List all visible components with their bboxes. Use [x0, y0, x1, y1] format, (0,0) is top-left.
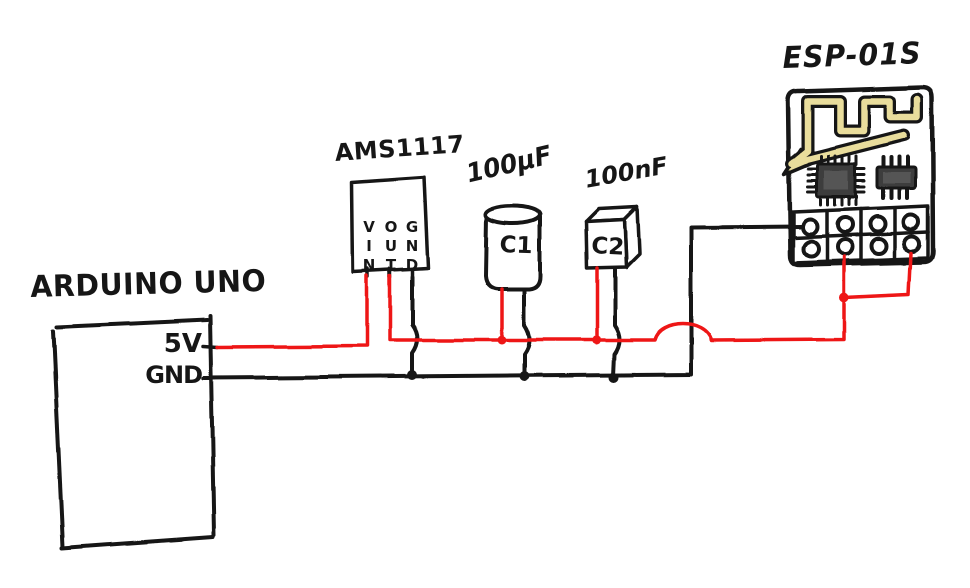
arduino-edge-left	[51, 329, 65, 549]
esp-title: ESP-01S	[781, 36, 923, 76]
regulator-pin-vin-label: VIN	[360, 218, 378, 275]
esp-pin-hole	[869, 236, 889, 256]
arduino-edge-right	[208, 314, 216, 537]
c2-designator: C2	[590, 233, 625, 261]
wire-3v3-branch	[842, 251, 913, 299]
regulator-pin-out-label: OUT	[382, 218, 400, 275]
esp-pin-hole	[801, 239, 821, 259]
flash-chip-icon	[875, 155, 917, 200]
junction-dot	[839, 292, 849, 302]
arduino-edge-top	[55, 318, 209, 329]
wifi-antenna-icon	[782, 92, 924, 177]
junction-dot	[592, 335, 602, 345]
regulator-body	[350, 175, 430, 279]
esp-pin-hole	[800, 217, 820, 237]
esp-pin-hole	[868, 214, 888, 234]
c2-front-face	[584, 217, 628, 270]
flash-pins	[881, 155, 909, 200]
esp-pin-hole	[835, 215, 855, 235]
antenna-trace	[788, 95, 921, 168]
capacitor-c1-body	[484, 204, 542, 291]
wire-gnd-rail	[202, 225, 803, 380]
regulator-outline	[350, 175, 430, 274]
wire-3v3-rail	[388, 255, 846, 342]
c1-designator: C1	[499, 232, 533, 260]
esp-pin-hole	[902, 234, 922, 254]
esp-board	[782, 84, 936, 268]
arduino-edge-bottom	[60, 535, 215, 550]
mcu-pins	[806, 154, 866, 207]
arduino-pin-5v-label: 5V	[163, 329, 202, 359]
header-grid-lines	[791, 206, 930, 264]
regulator-pin-gnd-label: GND	[403, 218, 421, 275]
esp-pin-hole	[835, 237, 855, 257]
mcu-chip-icon	[806, 154, 866, 207]
arduino-pin-gnd-label: GND	[145, 361, 203, 389]
capacitor-c2-body	[584, 204, 641, 270]
junction-dot	[609, 372, 619, 382]
junction-dot	[407, 370, 417, 380]
antenna-bar	[790, 131, 908, 167]
junction-dot	[497, 335, 507, 345]
power-wires	[215, 251, 913, 349]
c1-top	[484, 204, 542, 226]
wire-c2-neg	[612, 266, 622, 378]
arduino-title: ARDUINO UNO	[29, 263, 267, 305]
mcu-die	[824, 171, 848, 190]
wire-regulator-gnd	[410, 275, 419, 376]
c1-can	[484, 215, 542, 291]
wire-5v-to-vin	[215, 274, 369, 349]
esp-pin-header	[791, 204, 930, 265]
flash-die	[883, 172, 910, 183]
junction-dot	[519, 371, 529, 381]
wire-c1-neg	[522, 287, 531, 377]
esp-pin-hole	[901, 212, 921, 232]
